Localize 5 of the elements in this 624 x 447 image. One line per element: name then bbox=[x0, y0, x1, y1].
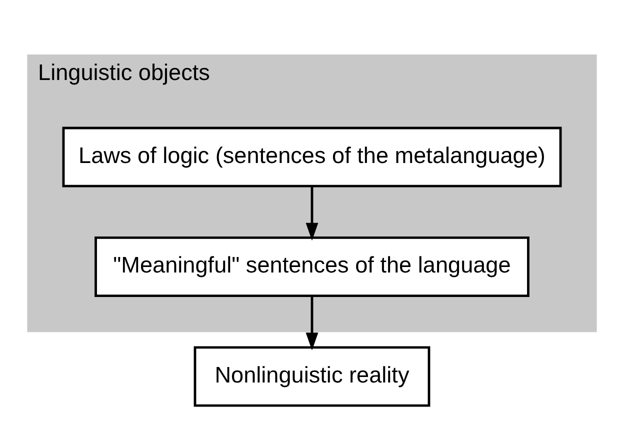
arrow bbox=[306, 186, 318, 240]
node-box: Nonlinguistic reality bbox=[194, 346, 430, 406]
arrow bbox=[306, 296, 318, 350]
node-box: "Meaningful" sentences of the language bbox=[94, 236, 530, 297]
node-box: Laws of logic (sentences of the metalanguage) bbox=[62, 126, 562, 187]
